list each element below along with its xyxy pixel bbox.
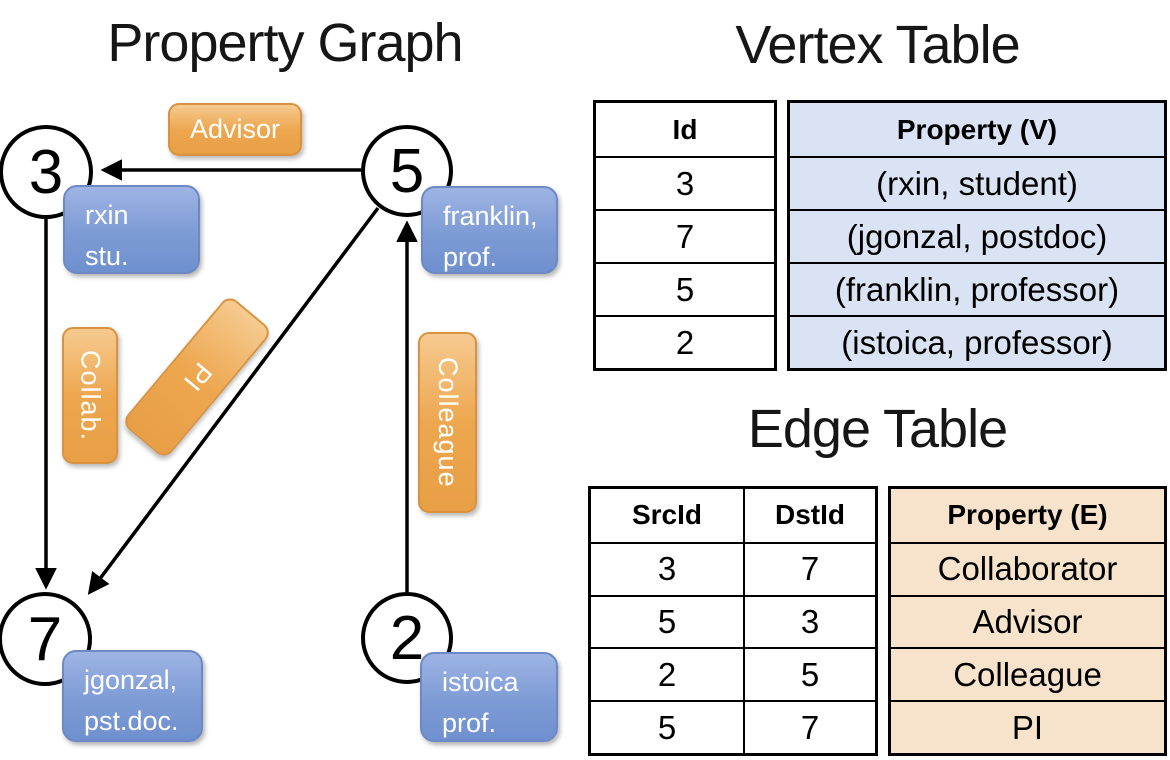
- vertex-table-cell-id: 7: [596, 209, 774, 262]
- property-graph-title: Property Graph: [107, 13, 463, 73]
- vertex-table-title: Vertex Table: [735, 15, 1020, 75]
- edge-table-cell-property: PI: [891, 700, 1164, 753]
- vertex-label-jgonzal-line2: pst.doc.: [84, 705, 179, 736]
- edge-table-header-srcid: SrcId: [631, 499, 703, 531]
- edge-table-cell-property: Advisor: [891, 594, 1164, 648]
- vertex-id-2: 2: [389, 603, 425, 673]
- vertex-label-franklin: franklin, prof.: [421, 186, 558, 274]
- edge-table-cell-srcid: 2: [591, 647, 743, 700]
- vertex-label-rxin: rxin stu.: [63, 185, 200, 274]
- vertex-table-property-column: Property (V) (rxin, student) (jgonzal, p…: [787, 100, 1167, 371]
- edge-table-cell-dstid: 5: [743, 647, 875, 701]
- vertex-table-cell-property: (rxin, student): [790, 156, 1164, 209]
- edge-label-pi-text: PI: [177, 357, 218, 398]
- edge-label-colleague-text: Colleague: [433, 357, 463, 488]
- edge-table-header-dstid: DstId: [743, 489, 875, 542]
- edge-table-title: Edge Table: [747, 399, 1008, 459]
- vertex-label-franklin-line1: franklin,: [443, 201, 538, 231]
- vertex-label-franklin-line2: prof.: [443, 241, 498, 272]
- vertex-table-cell-property: (franklin, professor): [790, 262, 1164, 315]
- vertex-table-id-column: Id 3 7 5 2: [593, 100, 777, 371]
- vertex-label-rxin-line2: stu.: [85, 240, 129, 271]
- vertex-label-jgonzal: jgonzal, pst.doc.: [62, 650, 203, 742]
- vertex-table-cell-property: (istoica, professor): [790, 315, 1164, 368]
- vertex-label-istoica-line2: prof.: [442, 707, 497, 738]
- edge-table-cell-srcid: 5: [591, 594, 743, 648]
- edge-label-advisor-text: Advisor: [189, 114, 281, 144]
- edge-table-cell-property: Collaborator: [891, 541, 1164, 595]
- edge-table-cell-dstid: 3: [743, 594, 875, 648]
- vertex-label-rxin-line1: rxin: [85, 200, 129, 230]
- edge-label-colleague: Colleague: [418, 332, 477, 513]
- edge-label-collab-text: Collab.: [75, 349, 106, 442]
- edge-table-cell-dstid: 7: [743, 541, 875, 595]
- vertex-id-5: 5: [389, 136, 425, 206]
- vertex-table-header-property: Property (V): [790, 103, 1164, 156]
- edge-pi-5-to-7: [87, 206, 380, 595]
- vertex-label-jgonzal-line1: jgonzal,: [84, 665, 178, 695]
- vertex-table-cell-id: 2: [596, 315, 774, 368]
- edge-table-cell-srcid: 3: [591, 541, 743, 595]
- edge-table-cell-property: Colleague: [891, 647, 1164, 701]
- edge-table-id-columns: SrcId DstId 3 7 5 3 2 5 5 7: [588, 486, 878, 756]
- edge-table-property-column: Property (E) Collaborator Advisor Collea…: [888, 486, 1167, 756]
- vertex-circle-3: 3: [0, 125, 93, 219]
- vertex-table-cell-property: (jgonzal, postdoc): [790, 209, 1164, 262]
- vertex-table-header-id: Id: [672, 113, 698, 145]
- vertex-id-7: 7: [27, 604, 63, 674]
- vertex-id-3: 3: [28, 137, 64, 207]
- edge-label-advisor: Advisor: [168, 103, 302, 156]
- vertex-label-istoica: istoica prof.: [420, 652, 558, 742]
- edge-table-header-property: Property (E): [891, 489, 1164, 542]
- edge-table-cell-dstid: 7: [743, 700, 875, 753]
- vertex-table-cell-id: 5: [596, 262, 774, 315]
- edge-table-cell-srcid: 5: [591, 700, 743, 753]
- vertex-label-istoica-line1: istoica: [442, 667, 519, 697]
- vertex-table-cell-id: 3: [596, 156, 774, 209]
- edge-label-collab: Collab.: [62, 327, 118, 464]
